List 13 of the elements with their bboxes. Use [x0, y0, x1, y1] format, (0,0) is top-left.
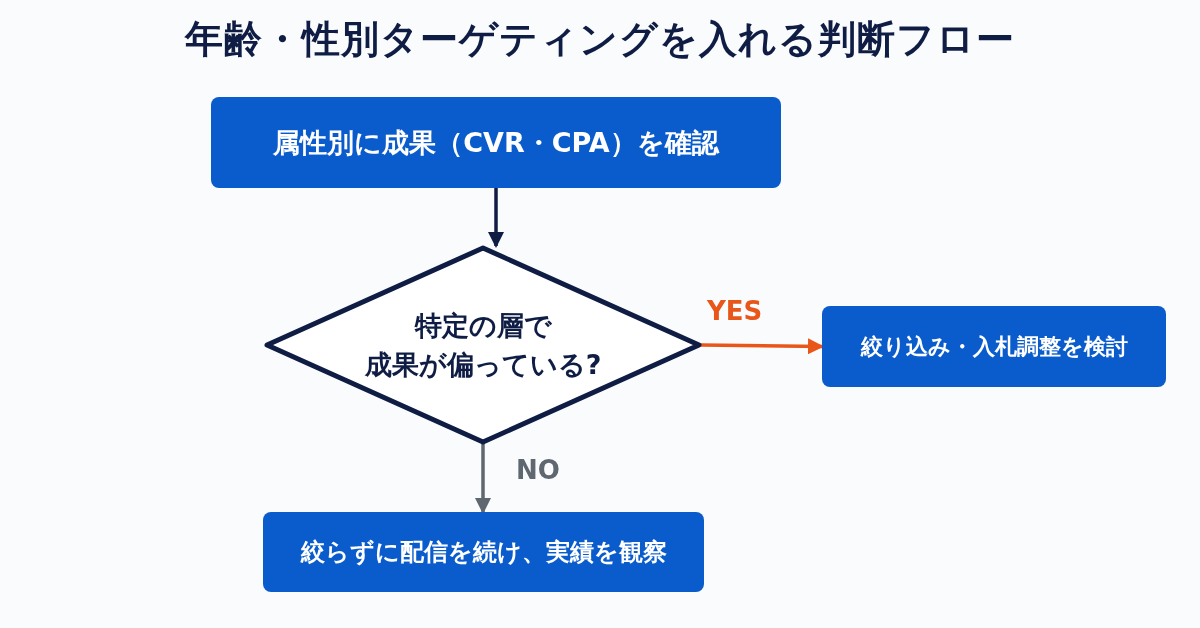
process-box	[263, 512, 704, 592]
process-text: 属性別に成果（CVR・CPA）を確認	[273, 125, 719, 160]
process-box	[822, 306, 1166, 387]
title: 年齢・性別ターゲティングを入れる判断フロー	[185, 16, 1015, 63]
arrow	[475, 444, 491, 514]
arrow	[488, 188, 504, 248]
decision-text: 特定の層で成果が偏っている?	[363, 308, 603, 382]
arrow	[700, 338, 824, 355]
process-text: 絞らずに配信を続け、実績を観察	[300, 537, 667, 568]
edge-label: NO	[516, 455, 560, 485]
process-box	[211, 97, 781, 188]
process-text: 絞り込み・入札調整を検討	[860, 332, 1128, 361]
edge-label: YES	[707, 296, 763, 326]
